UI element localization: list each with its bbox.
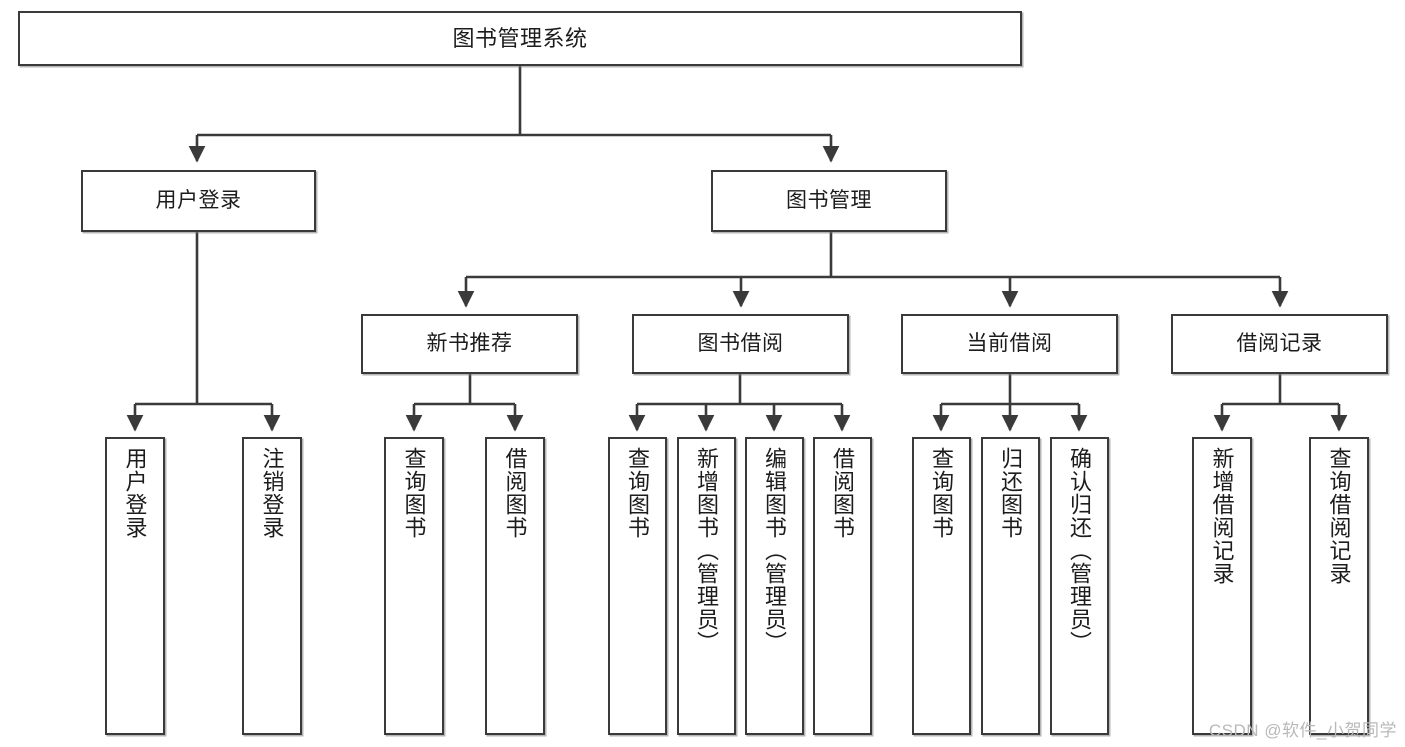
- node-user-login-label: 用户登录: [155, 188, 242, 212]
- leaf-borrow-book-1-label: 借阅图书: [502, 447, 528, 539]
- node-root-label: 图书管理系统: [452, 25, 588, 51]
- leaf-user-logout-label: 注销登录: [259, 447, 285, 539]
- leaf-return-book-label: 归还图书: [998, 447, 1024, 539]
- node-current-borrow-label: 当前借阅: [966, 331, 1053, 355]
- leaf-confirm-return[interactable]: 确认归还（管理员）: [1050, 437, 1109, 735]
- leaf-return-book[interactable]: 归还图书: [981, 437, 1040, 735]
- csdn-watermark: CSDN @软件_小贺同学: [1208, 721, 1397, 740]
- leaf-query-book-3[interactable]: 查询图书: [912, 437, 971, 735]
- leaf-query-record-label: 查询借阅记录: [1326, 447, 1352, 585]
- leaf-borrow-book-1[interactable]: 借阅图书: [485, 437, 545, 735]
- node-new-book-recommend-label: 新书推荐: [426, 331, 513, 355]
- node-user-login[interactable]: 用户登录: [81, 170, 316, 232]
- node-book-borrow[interactable]: 图书借阅: [632, 314, 849, 374]
- node-new-book-recommend[interactable]: 新书推荐: [361, 314, 578, 374]
- leaf-borrow-book-2-label: 借阅图书: [830, 447, 856, 539]
- leaf-query-record[interactable]: 查询借阅记录: [1309, 437, 1369, 735]
- leaf-add-book[interactable]: 新增图书（管理员）: [677, 437, 736, 735]
- leaf-user-login[interactable]: 用户登录: [105, 437, 165, 735]
- leaf-add-record-label: 新增借阅记录: [1209, 447, 1235, 585]
- leaf-query-book-1-label: 查询图书: [401, 447, 427, 539]
- leaf-edit-book-label: 编辑图书（管理员）: [762, 447, 788, 654]
- leaf-add-record[interactable]: 新增借阅记录: [1192, 437, 1252, 735]
- leaf-query-book-1[interactable]: 查询图书: [384, 437, 444, 735]
- leaf-user-login-label: 用户登录: [122, 447, 148, 539]
- leaf-add-book-label: 新增图书（管理员）: [694, 447, 720, 654]
- leaf-query-book-2-label: 查询图书: [625, 447, 651, 539]
- node-borrow-record[interactable]: 借阅记录: [1171, 314, 1388, 374]
- leaf-borrow-book-2[interactable]: 借阅图书: [813, 437, 872, 735]
- leaf-edit-book[interactable]: 编辑图书（管理员）: [745, 437, 804, 735]
- node-borrow-record-label: 借阅记录: [1236, 331, 1323, 355]
- leaf-query-book-3-label: 查询图书: [929, 447, 955, 539]
- leaf-query-book-2[interactable]: 查询图书: [608, 437, 667, 735]
- leaf-confirm-return-label: 确认归还（管理员）: [1067, 447, 1093, 654]
- node-book-manage[interactable]: 图书管理: [711, 170, 947, 232]
- node-root[interactable]: 图书管理系统: [18, 11, 1022, 66]
- node-current-borrow[interactable]: 当前借阅: [901, 314, 1118, 374]
- node-book-borrow-label: 图书借阅: [697, 331, 784, 355]
- node-book-manage-label: 图书管理: [786, 188, 872, 212]
- leaf-user-logout[interactable]: 注销登录: [242, 437, 302, 735]
